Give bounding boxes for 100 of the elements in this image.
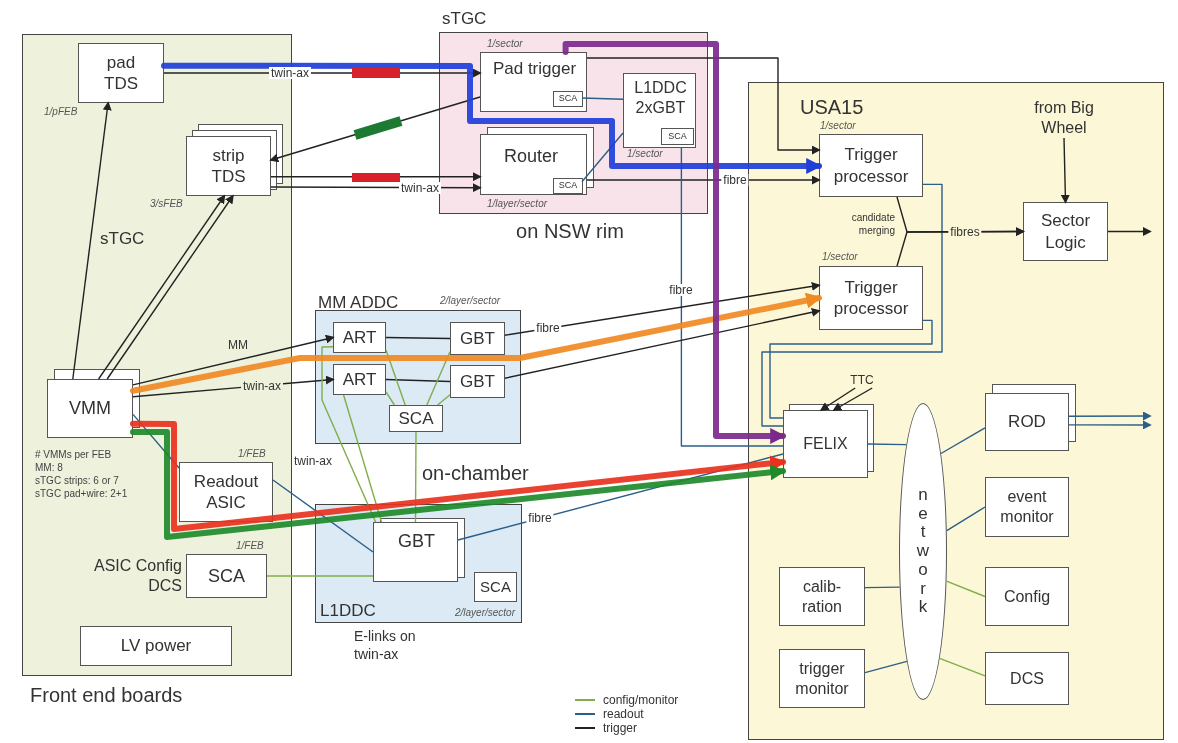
note-text: 1/sector <box>822 252 859 262</box>
text-label: TTC <box>845 372 879 388</box>
component-box <box>47 379 133 438</box>
note-text: # VMMs per FEB <box>35 450 113 460</box>
component-box <box>480 134 587 195</box>
box-label: LV power <box>120 635 192 658</box>
connector-line <box>385 378 451 383</box>
box-label: pad TDS <box>103 51 139 95</box>
component-box <box>985 477 1069 537</box>
component-box <box>819 134 923 197</box>
connector-line <box>581 132 624 183</box>
legend-text: config/monitor <box>603 694 679 706</box>
component-box <box>985 652 1069 705</box>
note-text: 1/sector <box>487 39 524 49</box>
connector-line <box>272 479 374 553</box>
component-box <box>623 73 696 148</box>
note-text: sTGC pad+wire: 2+1 <box>35 489 129 499</box>
highlight-arrow <box>130 292 823 394</box>
connector-line <box>414 431 417 523</box>
panel-title: L1DDC <box>320 600 377 622</box>
annotation-text: sTGC <box>100 228 146 250</box>
component-box <box>1023 202 1108 261</box>
arrow <box>832 387 873 411</box>
connector-line <box>761 183 943 427</box>
edge-label: MM <box>226 339 250 351</box>
component-box <box>985 393 1069 451</box>
connector-line <box>769 319 933 419</box>
arrow <box>586 57 821 155</box>
connector-line <box>939 657 986 677</box>
box-label: Trigger processor <box>832 276 910 320</box>
note-text: ASIC Config DCS <box>92 556 182 596</box>
connector-line <box>385 349 406 406</box>
component-box <box>450 322 505 355</box>
connector-line <box>940 427 986 455</box>
component-box <box>333 322 386 353</box>
component-box <box>661 128 694 145</box>
box-label: event monitor <box>999 487 1055 527</box>
edge-label: twin-ax <box>241 380 283 392</box>
component-box <box>779 567 865 626</box>
connector-line <box>321 346 377 523</box>
component-box <box>819 266 923 330</box>
panel-title: USA15 <box>800 95 865 120</box>
component-box <box>186 136 271 196</box>
component-box <box>450 365 505 398</box>
box-label: ART <box>342 326 377 349</box>
component-box <box>985 567 1069 626</box>
box-label: Pad trigger <box>491 58 578 80</box>
component-box <box>186 554 267 598</box>
arrow <box>819 387 856 411</box>
text-label: from Big Wheel <box>1012 98 1116 138</box>
box-label: SCA <box>208 564 245 588</box>
note-text: MM: 8 <box>35 463 64 473</box>
box-label: Trigger processor <box>832 144 910 187</box>
arrow <box>132 334 335 386</box>
box-label: Sector Logic <box>1039 210 1092 253</box>
annotation-text: candidate merging <box>850 212 895 237</box>
annotation-text: on-chamber <box>422 461 530 486</box>
box-label: Config <box>1003 586 1051 607</box>
component-box <box>553 91 583 107</box>
arrow <box>72 101 112 380</box>
component-box <box>779 649 865 708</box>
edge-label: fibre <box>667 284 695 296</box>
region-panel <box>748 82 1164 740</box>
connector-line <box>342 394 383 523</box>
box-label: SCA <box>558 92 578 106</box>
arrow <box>586 175 821 185</box>
component-box <box>783 410 868 478</box>
note-text: 1/FEB <box>238 449 267 459</box>
connector-line <box>680 147 784 447</box>
connector-line <box>426 351 451 406</box>
box-label: SCA <box>480 576 511 597</box>
connector-line <box>385 391 396 406</box>
arrow <box>1068 420 1152 430</box>
annotation-text: E-links on twin-ax <box>354 628 417 663</box>
note-text: 1/pFEB <box>44 107 79 117</box>
note-text: 3/sFEB <box>150 199 184 209</box>
box-label: L1DDC 2xGBT <box>633 78 688 118</box>
component-box <box>333 364 386 395</box>
box-label: SCA <box>398 407 434 430</box>
box-label: GBT <box>460 370 495 393</box>
component-box <box>474 572 517 602</box>
highlight-arrow <box>161 62 823 174</box>
network-label: network <box>916 486 930 617</box>
box-label: SCA <box>558 179 578 193</box>
edge-label: fibre <box>721 174 749 186</box>
component-box <box>179 462 273 522</box>
arrow <box>504 307 821 379</box>
arrow <box>504 281 821 336</box>
panel-note: 2/layer/sector <box>453 608 515 618</box>
connector-line <box>864 660 908 674</box>
panel-title: sTGC <box>442 8 488 30</box>
component-box <box>480 52 587 112</box>
component-box <box>78 43 164 103</box>
region-panel <box>315 504 522 623</box>
panel-title: MM ADDC <box>318 292 400 314</box>
box-label: ROD <box>1008 411 1046 434</box>
component-box <box>80 626 232 666</box>
connector-line <box>436 394 451 406</box>
annotation-text: twin-ax <box>294 453 333 470</box>
box-label: strip TDS <box>210 144 247 188</box>
